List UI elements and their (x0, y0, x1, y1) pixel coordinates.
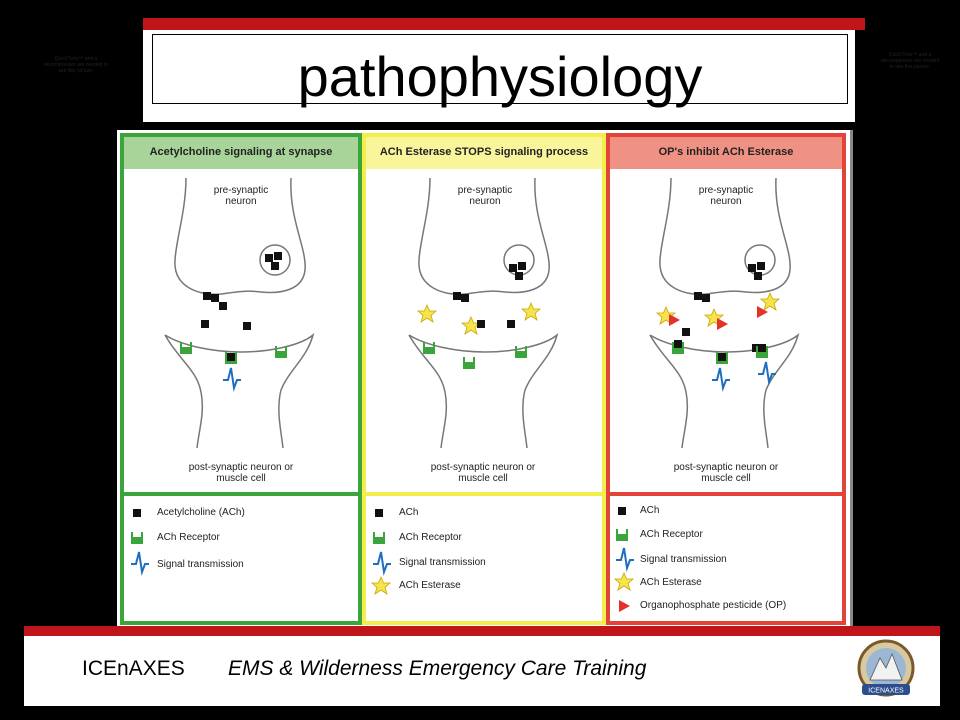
panel-1-legend-ach: Acetylcholine (ACh) (157, 507, 245, 518)
panel-2-border (362, 133, 606, 625)
panel-2-legend-icons (371, 509, 392, 595)
footer-brand: ICEnAXES (82, 657, 185, 680)
icenaxes-logo: ICENAXES (846, 638, 926, 702)
footer-subtitle: EMS & Wilderness Emergency Care Training (228, 657, 647, 680)
panel-3-legend-esterase: ACh Esterase (640, 577, 702, 588)
panel-2-legend-ach: ACh (399, 507, 419, 518)
panel-2-header: ACh Esterase STOPS signaling process (379, 146, 589, 158)
panel-2-legend-signal: Signal transmission (399, 557, 486, 568)
panel-1-legend-icons (130, 509, 150, 573)
panel-1-legend-receptor: ACh Receptor (157, 532, 220, 543)
panel-3-legend-signal: Signal transmission (640, 554, 727, 565)
panel-1-neuron-shape (164, 177, 314, 449)
panel-1-legend-signal: Signal transmission (157, 559, 244, 570)
panel-1-post-label: post-synaptic neuron or muscle cell (188, 462, 294, 484)
panel-1-header-bg (124, 137, 358, 169)
title-box (143, 30, 855, 122)
panel-3-neuron-shape (649, 177, 799, 449)
panel-2-post-label: post-synaptic neuron or muscle cell (430, 462, 536, 484)
panel-3-legend-ach: ACh (640, 505, 660, 516)
panel-3-border (606, 133, 846, 625)
footer-accent-bar (24, 626, 940, 636)
panel-1-border (120, 133, 362, 625)
panel-2-header-bg (366, 137, 602, 169)
ghost-placeholder-right: QuickTime™ and a decompressor are needed… (880, 52, 940, 70)
panel-3-legend-receptor: ACh Receptor (640, 529, 703, 540)
panel-3-header-bg (610, 137, 842, 169)
panel-2-legend-esterase: ACh Esterase (399, 580, 461, 591)
panel-3-legend-op: Organophosphate pesticide (OP) (640, 600, 787, 611)
panel-2-pre-label: pre-synaptic neuron (457, 185, 513, 207)
panel-3-header: OP's inhibit ACh Esterase (658, 146, 794, 158)
panel-2-neuron-shape (408, 177, 558, 449)
synapse-diagram: Acetylcholine signaling at synapse pre-s… (117, 130, 853, 626)
logo-text: ICENAXES (868, 688, 904, 695)
footer (24, 636, 940, 706)
panel-3-pre-label: pre-synaptic neuron (698, 185, 754, 207)
ghost-placeholder-left: QuickTime™ and a decompressor are needed… (44, 56, 108, 74)
panel-1-header: Acetylcholine signaling at synapse (149, 146, 333, 158)
panel-2-legend-receptor: ACh Receptor (399, 532, 462, 543)
panel-3-legend-icons (614, 507, 635, 612)
title-frame (152, 34, 848, 104)
panel-1-pre-label: pre-synaptic neuron (213, 185, 269, 207)
panel-3-post-label: post-synaptic neuron or muscle cell (673, 462, 779, 484)
top-accent-bar (143, 18, 865, 30)
slide-title: pathophysiology (297, 45, 703, 108)
synapse-diagram-graphics (120, 133, 846, 625)
